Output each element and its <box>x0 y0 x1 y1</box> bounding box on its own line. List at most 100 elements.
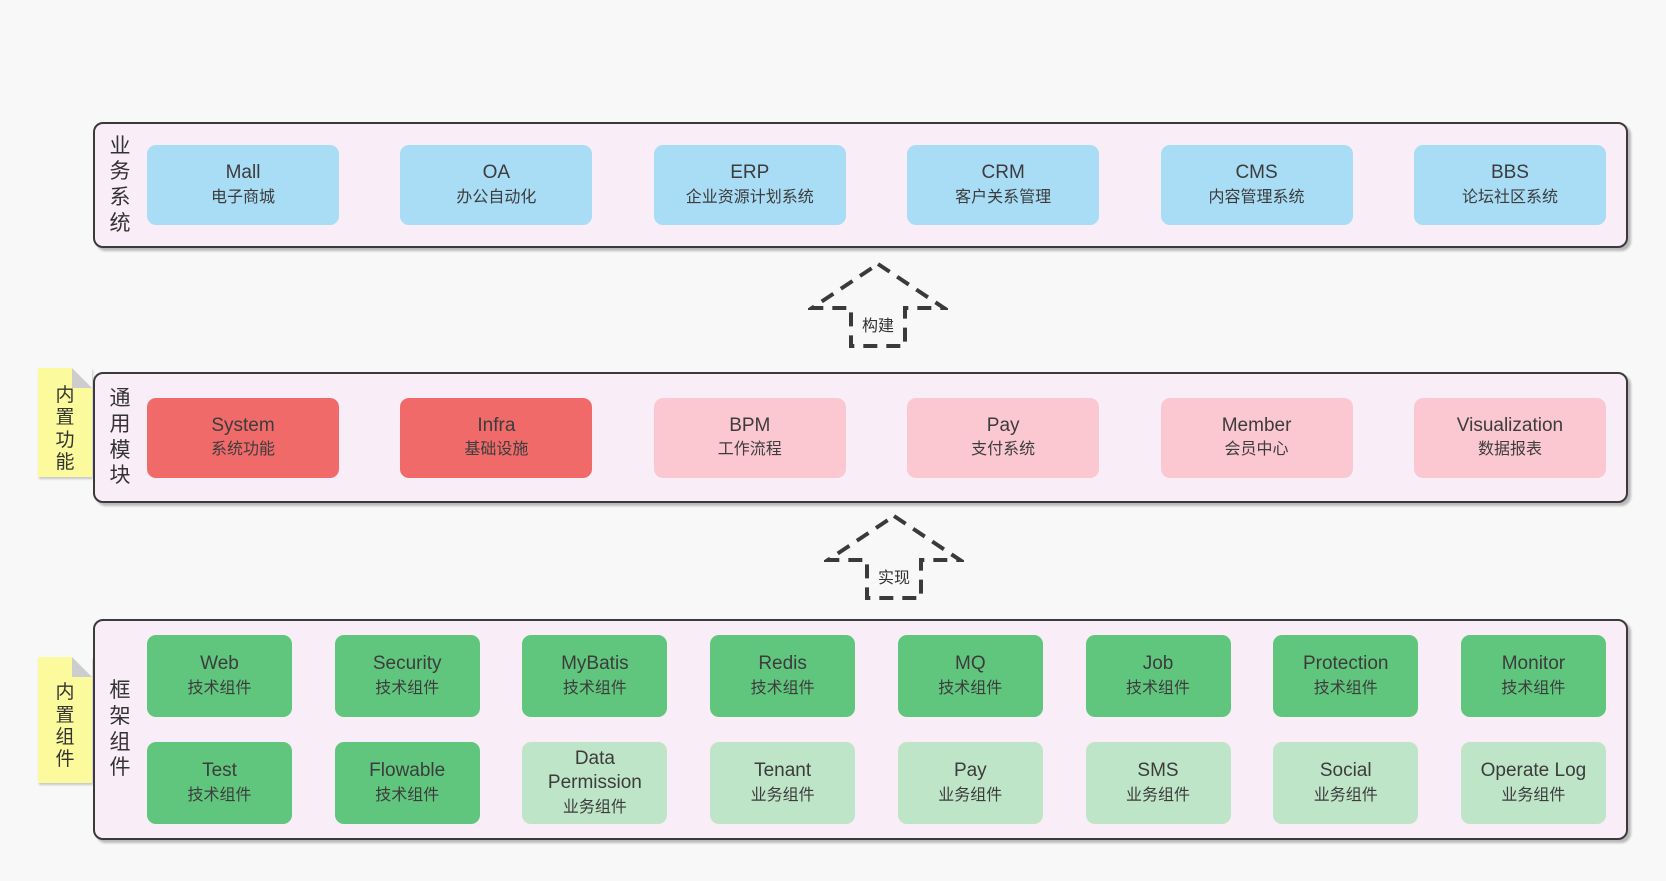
box-subtitle: 电子商城 <box>210 188 275 206</box>
box-title: Infra <box>477 414 516 436</box>
box-title: System <box>211 414 275 436</box>
module-box-infra: Infra 基础设施 <box>400 397 593 478</box>
box-subtitle: 企业资源计划系统 <box>685 188 814 206</box>
module-box-system: System 系统功能 <box>147 397 339 478</box>
box-subtitle: 客户关系管理 <box>955 188 1052 206</box>
box-subtitle: 基础设施 <box>464 441 529 459</box>
business-layer-label: 业务系统 <box>109 134 131 235</box>
up-arrow-icon <box>824 513 964 600</box>
box-title: BPM <box>729 414 771 436</box>
business-box-bbs: BBS 论坛社区系统 <box>1413 145 1606 225</box>
box-subtitle: 技术组件 <box>562 679 627 697</box>
box-subtitle: 数据报表 <box>1477 441 1542 459</box>
business-box-oa: OA 办公自动化 <box>400 145 593 225</box>
business-box-cms: CMS 内容管理系统 <box>1160 145 1353 225</box>
box-title: Mall <box>225 162 261 184</box>
box-subtitle: 内容管理系统 <box>1208 188 1305 206</box>
component-box-pay: Pay 业务组件 <box>897 742 1043 824</box>
builtin-functions-sticky: 内置功能 <box>38 368 92 477</box>
component-box-job: Job 技术组件 <box>1085 635 1231 717</box>
box-subtitle: 技术组件 <box>1313 679 1378 697</box>
box-title: CMS <box>1235 162 1278 184</box>
component-box-monitor: Monitor 技术组件 <box>1460 635 1606 717</box>
component-box-mybatis: MyBatis 技术组件 <box>522 635 668 717</box>
framework-components-panel: 框架组件 Web 技术组件 Security 技术组件 MyBatis 技术组件… <box>93 619 1628 840</box>
box-subtitle: 技术组件 <box>375 786 440 804</box>
box-title: Redis <box>758 653 807 675</box>
component-box-social: Social 业务组件 <box>1273 742 1419 824</box>
box-title: Job <box>1142 653 1174 675</box>
module-box-visualization: Visualization 数据报表 <box>1413 397 1606 478</box>
module-layer-label: 通用模块 <box>109 387 131 488</box>
folded-corner-icon <box>72 368 92 388</box>
module-box-pay: Pay 支付系统 <box>907 397 1100 478</box>
component-box-web: Web 技术组件 <box>147 635 292 717</box>
up-arrow-icon <box>808 261 948 348</box>
box-subtitle: 业务组件 <box>1126 786 1191 804</box>
box-title: MQ <box>955 653 986 675</box>
implement-arrow-label: 实现 <box>874 564 914 588</box>
folded-corner-icon <box>72 657 92 677</box>
box-subtitle: 会员中心 <box>1224 441 1289 459</box>
box-title: Member <box>1221 414 1292 436</box>
box-title: Pay <box>986 414 1020 436</box>
component-box-operate-log: Operate Log 业务组件 <box>1460 742 1606 824</box>
component-box-mq: MQ 技术组件 <box>897 635 1043 717</box>
box-subtitle: 技术组件 <box>938 679 1003 697</box>
module-box-row: System 系统功能 Infra 基础设施 BPM 工作流程 Pay 支付系统… <box>147 374 1606 501</box>
component-box-protection: Protection 技术组件 <box>1273 635 1419 717</box>
box-subtitle: 技术组件 <box>750 679 815 697</box>
component-box-grid: Web 技术组件 Security 技术组件 MyBatis 技术组件 Redi… <box>147 621 1606 838</box>
builtin-components-label: 内置组件 <box>55 682 75 771</box>
implement-arrow: 实现 <box>824 512 964 602</box>
component-box-security: Security 技术组件 <box>334 635 480 717</box>
business-box-mall: Mall 电子商城 <box>147 145 339 225</box>
component-box-flowable: Flowable 技术组件 <box>334 742 480 824</box>
box-title: Security <box>372 653 442 675</box>
component-layer-label: 框架组件 <box>109 679 131 780</box>
box-title: BBS <box>1490 162 1529 184</box>
box-title: Operate Log <box>1480 760 1587 782</box>
business-box-crm: CRM 客户关系管理 <box>907 145 1100 225</box>
box-subtitle: 技术组件 <box>1501 679 1566 697</box>
component-box-sms: SMS 业务组件 <box>1085 742 1231 824</box>
box-subtitle: 办公自动化 <box>456 188 537 206</box>
box-title: Pay <box>953 760 987 782</box>
box-title: SMS <box>1137 760 1179 782</box>
box-title: CRM <box>981 162 1025 184</box>
module-box-member: Member 会员中心 <box>1160 397 1353 478</box>
business-systems-panel: 业务系统 Mall 电子商城 OA 办公自动化 ERP 企业资源计划系统 CRM… <box>93 122 1628 248</box>
box-subtitle: 技术组件 <box>187 679 252 697</box>
box-title: OA <box>482 162 511 184</box>
builtin-functions-label: 内置功能 <box>55 384 75 473</box>
box-title: Flowable <box>369 760 446 782</box>
box-subtitle: 技术组件 <box>1126 679 1191 697</box>
box-subtitle: 业务组件 <box>1501 786 1566 804</box>
box-subtitle: 技术组件 <box>375 679 440 697</box>
box-subtitle: 业务组件 <box>562 798 627 816</box>
box-subtitle: 系统功能 <box>210 441 275 459</box>
box-subtitle: 业务组件 <box>750 786 815 804</box>
component-box-redis: Redis 技术组件 <box>710 635 856 717</box>
box-title: Protection <box>1302 653 1389 675</box>
box-title: Data Permission <box>547 748 642 794</box>
box-subtitle: 业务组件 <box>938 786 1003 804</box>
build-arrow: 构建 <box>808 260 948 350</box>
business-box-row: Mall 电子商城 OA 办公自动化 ERP 企业资源计划系统 CRM 客户关系… <box>147 124 1606 246</box>
box-subtitle: 支付系统 <box>971 441 1036 459</box>
box-title: Web <box>200 653 239 675</box>
box-subtitle: 工作流程 <box>717 441 782 459</box>
module-box-bpm: BPM 工作流程 <box>653 397 846 478</box>
box-title: Tenant <box>754 760 812 782</box>
box-title: Monitor <box>1501 653 1566 675</box>
component-box-data-permission: Data Permission 业务组件 <box>522 742 668 824</box>
box-title: MyBatis <box>561 653 629 675</box>
box-subtitle: 业务组件 <box>1313 786 1378 804</box>
box-title: Visualization <box>1456 414 1564 436</box>
box-subtitle: 论坛社区系统 <box>1461 188 1558 206</box>
component-box-test: Test 技术组件 <box>147 742 292 824</box>
box-title: ERP <box>730 162 770 184</box>
box-title: Social <box>1319 760 1372 782</box>
common-modules-panel: 通用模块 System 系统功能 Infra 基础设施 BPM 工作流程 Pay… <box>93 372 1628 503</box>
box-subtitle: 技术组件 <box>187 786 252 804</box>
